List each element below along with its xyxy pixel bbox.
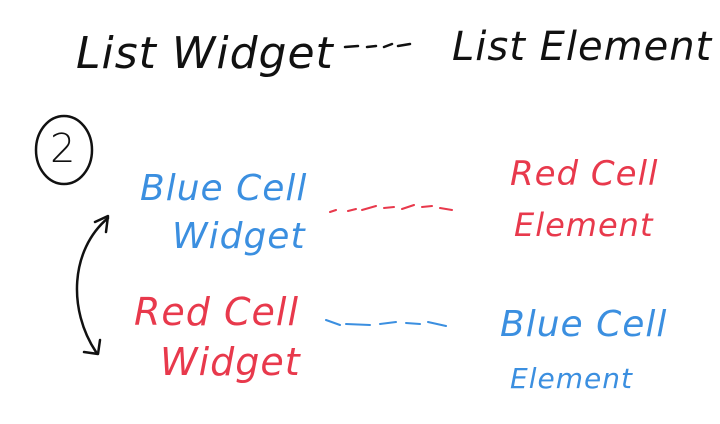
row1-widget-line2: Widget: [172, 216, 306, 257]
header-dashed-connector: [343, 42, 412, 49]
row1-dashed-connector: [329, 204, 453, 213]
row2-dashed-connector: [325, 319, 447, 327]
row2-element-line1: Blue Cell: [500, 304, 668, 345]
step-number: 2: [50, 126, 77, 172]
row1-element-line2: Element: [514, 206, 654, 244]
header-list-element: List Element: [452, 24, 713, 70]
step-circle: [34, 114, 94, 186]
swap-arrowhead-top: [93, 214, 110, 234]
swap-arrow-curve: [75, 216, 110, 354]
row2-widget-line2: Widget: [160, 340, 301, 384]
header-list-widget: List Widget: [76, 28, 334, 79]
swap-arrowhead-bottom: [82, 338, 102, 356]
row2-element-line2: Element: [510, 362, 633, 395]
row2-widget-line1: Red Cell: [134, 290, 300, 334]
row1-element-line1: Red Cell: [510, 154, 659, 194]
row1-widget-line1: Blue Cell: [140, 168, 308, 209]
